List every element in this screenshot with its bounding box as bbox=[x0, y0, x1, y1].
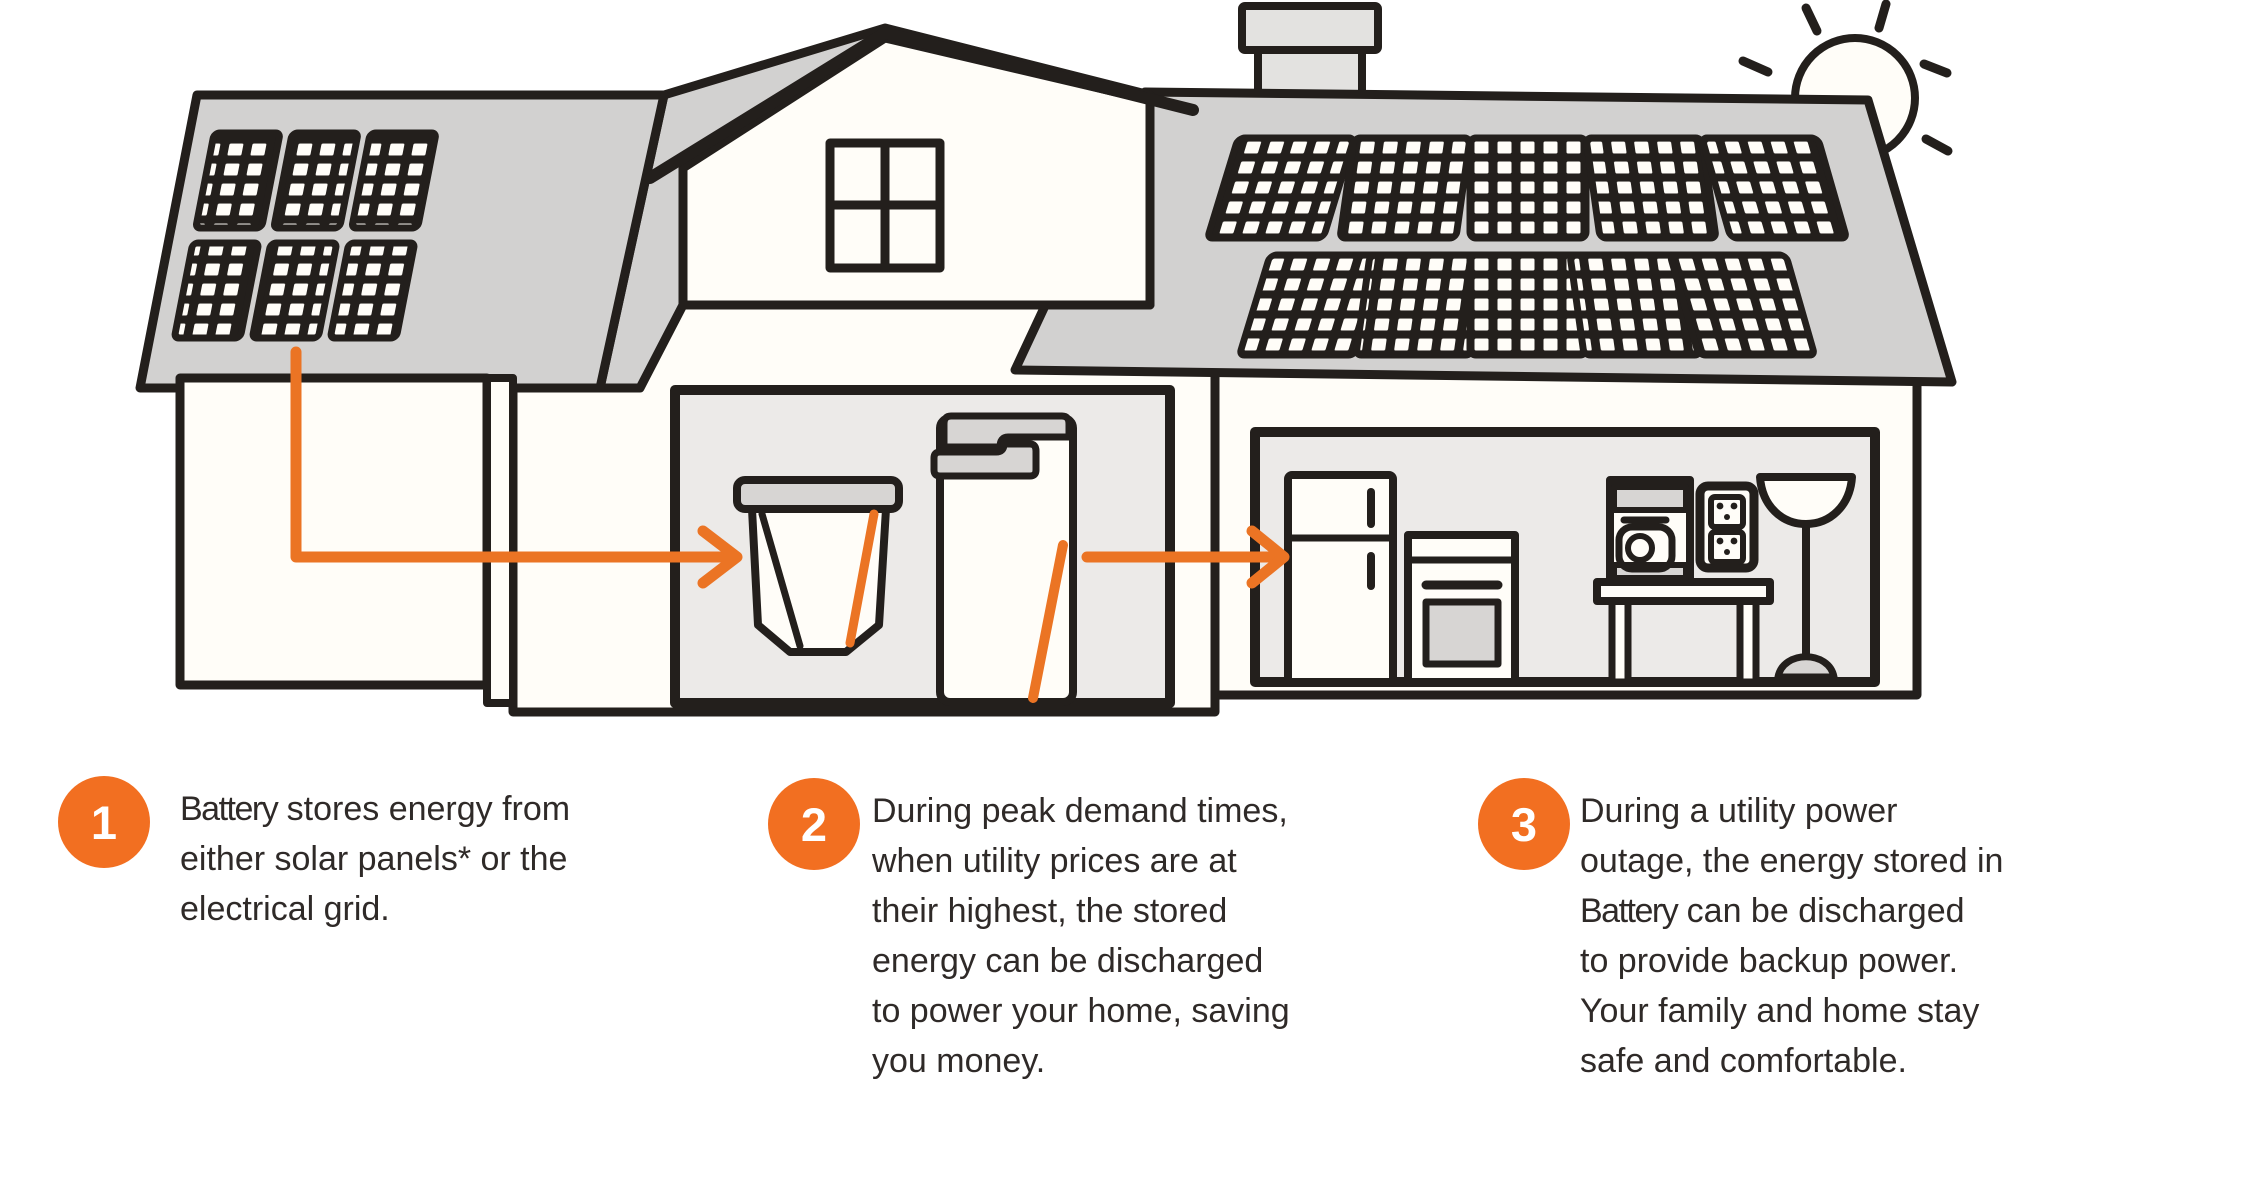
dormer-gable bbox=[644, 27, 1199, 310]
floor-lamp-icon bbox=[1756, 473, 1856, 681]
step-1-badge: 1 bbox=[58, 776, 150, 868]
solar-panels-right bbox=[1205, 134, 1849, 359]
left-roof-solar-array bbox=[135, 90, 669, 393]
tower-battery-icon bbox=[930, 412, 1077, 706]
corner-strip bbox=[483, 374, 517, 707]
washing-machine-icon bbox=[1606, 476, 1694, 586]
energy-flow-arrow-1 bbox=[290, 346, 729, 563]
refrigerator-icon bbox=[1284, 471, 1397, 686]
table bbox=[1593, 578, 1774, 686]
wall-battery-icon bbox=[733, 476, 903, 656]
arrowhead-1 bbox=[697, 525, 743, 589]
arrowhead-2 bbox=[1246, 525, 1290, 589]
oven-icon bbox=[1404, 531, 1519, 686]
solar-panels-left bbox=[171, 129, 439, 342]
dormer-window bbox=[825, 138, 945, 273]
appliance-room bbox=[1250, 427, 1880, 687]
step-2-badge: 2 bbox=[768, 778, 860, 870]
energy-flow-arrows bbox=[290, 346, 1290, 589]
left-wing-wall bbox=[175, 373, 492, 690]
right-roof-solar-array bbox=[1010, 87, 1957, 387]
step-2-text: During peak demand times,when utility pr… bbox=[872, 792, 1290, 1080]
battery-room bbox=[670, 385, 1175, 708]
house-illustration bbox=[135, 0, 1957, 717]
step-3-badge: 3 bbox=[1478, 778, 1570, 870]
power-outlet-icon bbox=[1695, 481, 1759, 573]
